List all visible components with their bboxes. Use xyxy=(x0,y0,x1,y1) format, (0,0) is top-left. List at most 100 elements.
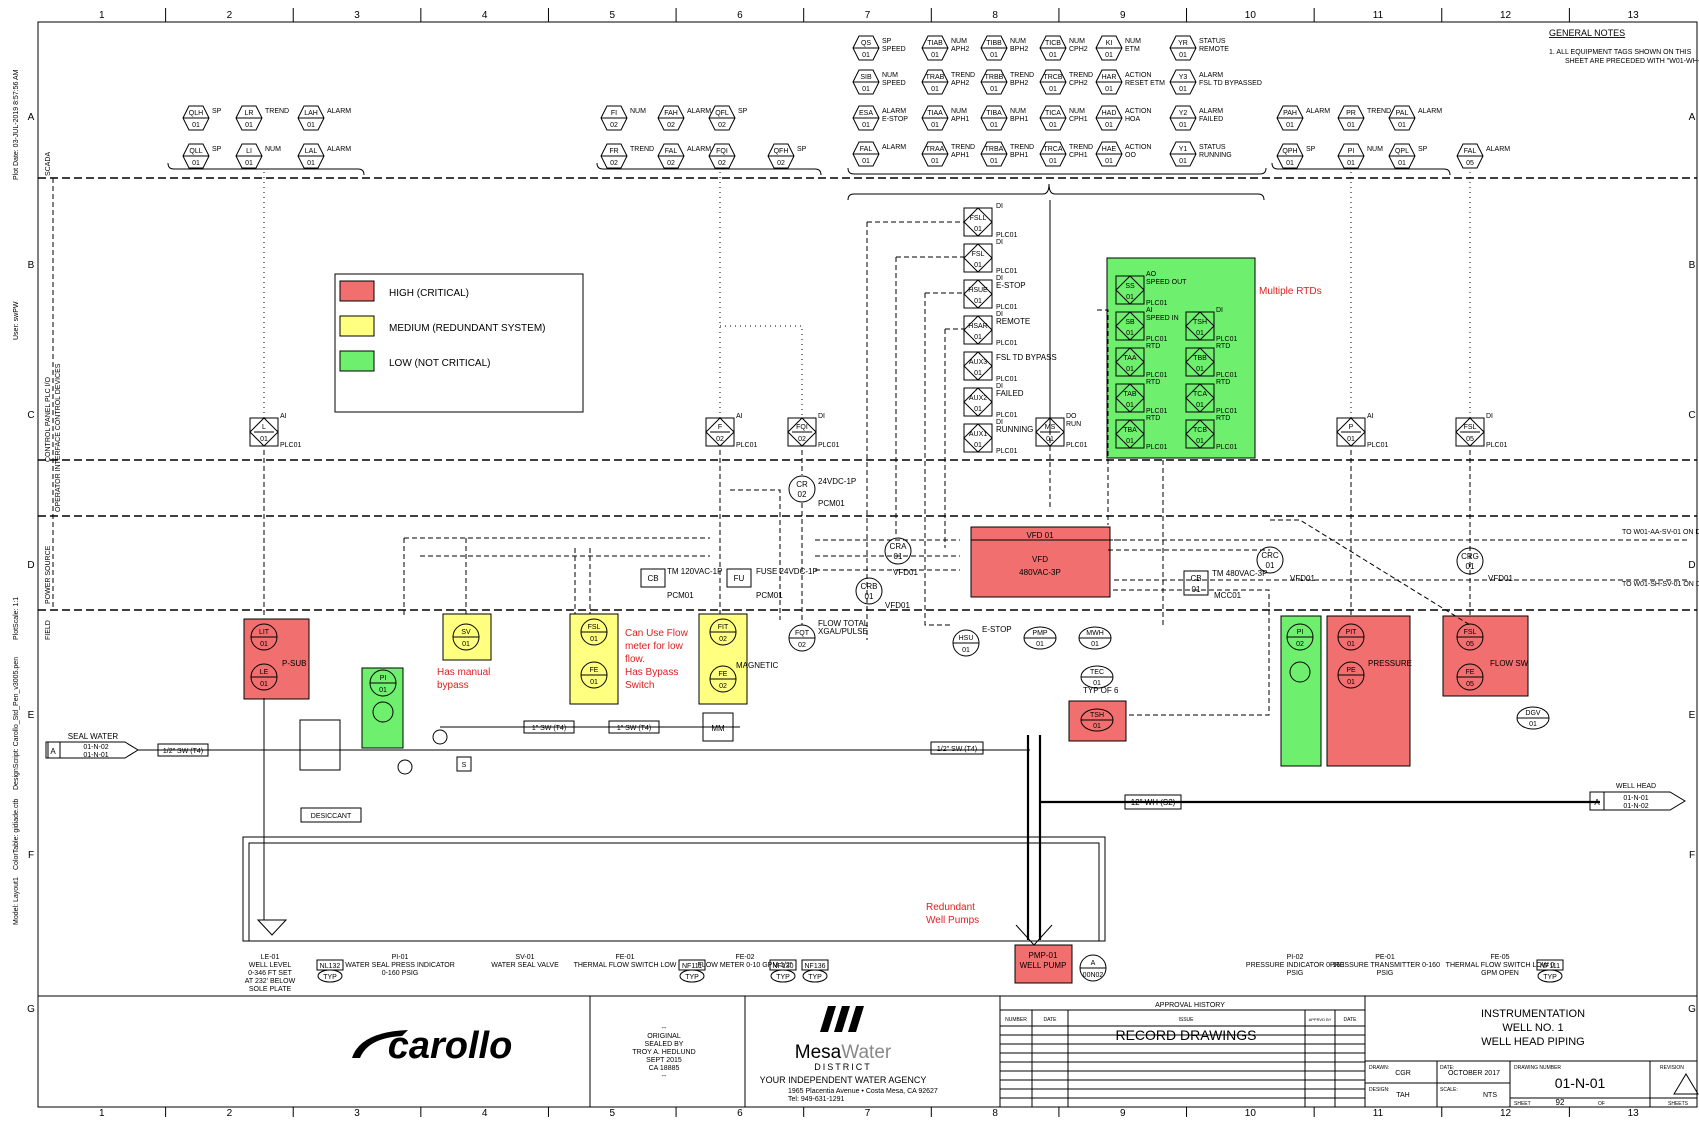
sig-to-sv xyxy=(1114,539,1690,581)
plc-tag-io: REMOTE xyxy=(996,317,1030,326)
scada-tag-desc: NUM xyxy=(1069,38,1085,45)
scada-tag-code: Y2 xyxy=(1179,110,1188,117)
rtd-tag-number: 01 xyxy=(1126,366,1134,373)
plc-tag-plc: PLC01 xyxy=(996,376,1018,383)
scada-tag-code: YR xyxy=(1178,40,1188,47)
scada-tag-code: FAL xyxy=(1464,148,1477,155)
pe-01-number: 01 xyxy=(1347,679,1355,686)
typ-ref-oval xyxy=(1537,969,1563,983)
mesa-water-name: MesaWater xyxy=(795,1042,892,1063)
plc-tag-code: FSLL xyxy=(970,215,987,222)
pe-01-code: PE xyxy=(1346,667,1356,674)
drawing-border xyxy=(37,21,1698,1108)
scada-tag-desc: ALARM xyxy=(687,146,711,153)
bracket-pressure xyxy=(1271,162,1451,176)
scada-tag-desc: APH2 xyxy=(951,46,969,53)
scada-tag-code: TRCA xyxy=(1043,146,1062,153)
sw3-label: 1" SW (T4) xyxy=(617,725,651,732)
typ-ref-label: TYP xyxy=(808,974,822,981)
plc-tag-plc: PLC01 xyxy=(996,232,1018,239)
crb-num: 01 xyxy=(865,592,874,601)
scada-tag-number: 01 xyxy=(990,86,998,93)
sw1-label: 1/2" SW (T4) xyxy=(163,748,203,755)
grid-row-right: D xyxy=(1688,560,1695,571)
scada-tag-desc: NUM xyxy=(1125,38,1141,45)
rtd-tag-number: 01 xyxy=(1196,402,1204,409)
of-label: OF xyxy=(1598,1101,1605,1107)
scada-tag-code: FAL xyxy=(860,146,873,153)
grid-col-bottom: 6 xyxy=(737,1108,743,1118)
scada-tag-desc: FSL TD BYPASSED xyxy=(1199,80,1262,87)
fsl-01-code: FSL xyxy=(588,624,601,631)
typ-ref-oval xyxy=(317,969,343,983)
scada-tag-number: 01 xyxy=(931,122,939,129)
hsu-01-code: HSU xyxy=(959,635,974,642)
fqt-02-number: 02 xyxy=(798,642,806,649)
plc-tag-io: DO xyxy=(1066,413,1077,420)
scada-tag-number: 02 xyxy=(777,160,785,167)
scada-tag-desc: TREND xyxy=(951,144,975,151)
well-head-ref2: 01-N-02 xyxy=(1623,803,1648,810)
scada-tag-code: PI xyxy=(1348,148,1355,155)
plc-tag-code: FQI xyxy=(796,424,808,431)
seal-water-letter-box xyxy=(45,741,61,759)
hdr-date2: DATE xyxy=(1344,1017,1358,1023)
rtd-diamond xyxy=(1115,275,1145,305)
grid-col-bottom: 2 xyxy=(227,1108,233,1118)
scada-tag-desc: NUM xyxy=(630,108,646,115)
seal-valve-b xyxy=(432,729,448,745)
grid-row-left: D xyxy=(27,560,34,571)
grid-row-right: E xyxy=(1689,710,1696,721)
tec-number: 01 xyxy=(1093,680,1101,687)
title-block-frame xyxy=(37,995,1698,1108)
scada-tag-desc: OO xyxy=(1125,152,1136,159)
scada-tag-desc: BPH2 xyxy=(1010,46,1028,53)
tec-label: TYP OF 6 xyxy=(1083,686,1119,695)
crc-num: 01 xyxy=(1266,561,1275,570)
seal-line: ORIGINAL xyxy=(647,1033,681,1040)
scada-tag-desc: CPH1 xyxy=(1069,116,1088,123)
revision-triangle xyxy=(1673,1073,1699,1095)
typ-ref-label: TYP xyxy=(685,974,699,981)
scada-tag-desc: NUM xyxy=(1367,146,1383,153)
zone-power-source: POWER SOURCE xyxy=(45,545,52,604)
plc-tag-code: MS xyxy=(1045,424,1056,431)
scada-tag-number: 01 xyxy=(862,122,870,129)
scada-tag-desc: SP xyxy=(212,108,222,115)
scada-tag-number: 01 xyxy=(1347,160,1355,167)
scada-tag-desc: ALARM xyxy=(1199,108,1223,115)
fu-label: FUSE 24VDC-1P xyxy=(756,567,818,576)
plc-tag-code: FSL xyxy=(972,251,985,258)
plot-scale: PlotScale: 1:1 xyxy=(13,597,20,640)
rtd-tag-code: TBA xyxy=(1123,427,1137,434)
note-text: GPM OPEN xyxy=(1481,970,1519,977)
scada-tag-number: 01 xyxy=(1179,122,1187,129)
scada-tag-code: Y3 xyxy=(1179,74,1188,81)
note-tag: FE-01 xyxy=(615,954,634,961)
scada-tag-code: TICA xyxy=(1045,110,1061,117)
plc-tag-io: E-STOP xyxy=(996,281,1026,290)
zone-fill-fsl05 xyxy=(1442,615,1529,697)
plc-tag-plc: PLC01 xyxy=(818,442,840,449)
grid-row-left: C xyxy=(27,410,34,421)
scada-tag-code: HAR xyxy=(1102,74,1117,81)
rtd-tag-io: RTD xyxy=(1146,415,1160,422)
scada-tag-desc: NUM xyxy=(882,72,898,79)
well-vault-inner xyxy=(248,842,1100,942)
grid-col-top: 9 xyxy=(1120,10,1126,21)
scada-tag-desc: ALARM xyxy=(882,108,906,115)
legend-box xyxy=(334,273,584,413)
pump-tag: PMP-01 xyxy=(1029,951,1058,960)
cb-120v xyxy=(640,568,666,588)
scada-tag-code: Y1 xyxy=(1179,146,1188,153)
crc-tag: CRC xyxy=(1261,551,1279,560)
scada-tag-desc: APH1 xyxy=(951,152,969,159)
scada-tag-code: PAH xyxy=(1283,110,1297,117)
rtd-tag-io: AO xyxy=(1146,271,1157,278)
scada-tag-code: FAH xyxy=(664,110,678,117)
rtd-tag-plc: PLC01 xyxy=(1216,408,1238,415)
district-label: DISTRICT xyxy=(814,1062,872,1072)
seal-line: SEPT 2015 xyxy=(646,1057,682,1064)
scada-tag-desc: NUM xyxy=(1010,108,1026,115)
well-head-letter: A xyxy=(1594,798,1600,807)
